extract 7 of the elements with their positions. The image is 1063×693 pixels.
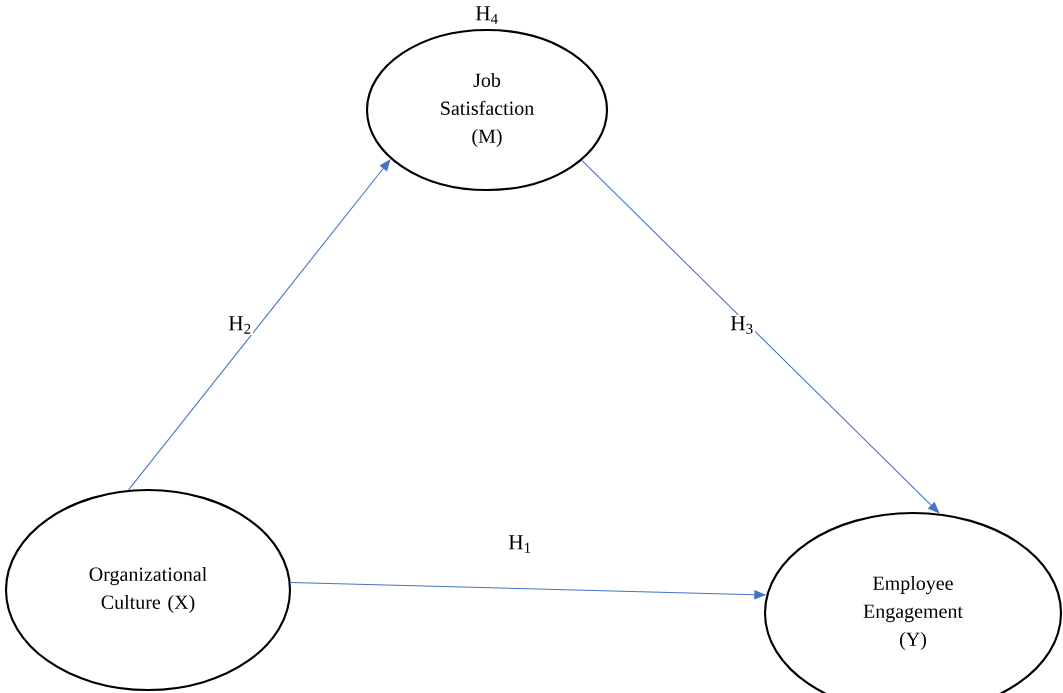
arrow [128, 159, 391, 491]
edge-label: H$_{2}$ [226, 314, 254, 336]
arrow [581, 159, 940, 514]
ellipse-node: Organizational Culture (X) [4, 488, 292, 692]
edge-label: H$_{1}$ [506, 533, 534, 555]
ellipse-node: Job Satisfaction (M) [365, 28, 609, 192]
edge-label: H$_{3}$ [728, 314, 756, 336]
